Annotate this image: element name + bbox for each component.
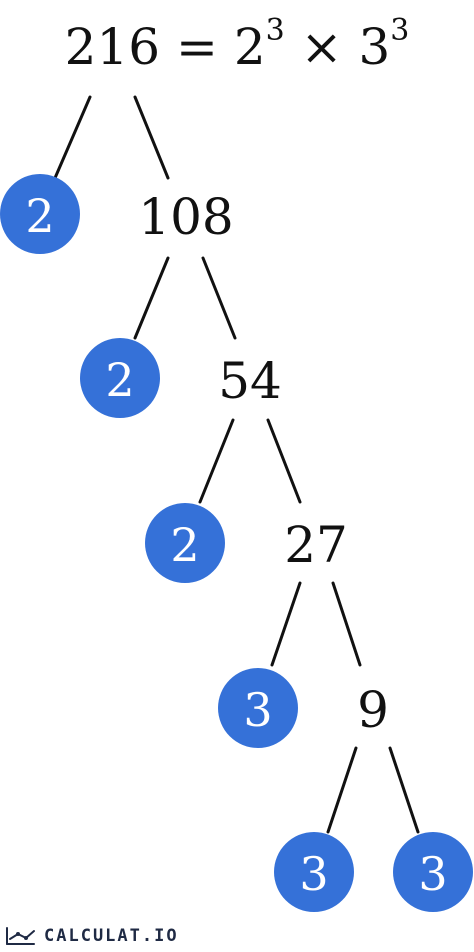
prime-node: 3: [218, 668, 298, 748]
prime-node: 2: [145, 503, 225, 583]
branch-line: [331, 581, 362, 667]
prime-nodes: 2 2 2 3 3 3: [0, 174, 473, 912]
tree-branches: [53, 95, 420, 834]
prime-label: 2: [105, 353, 134, 407]
branch-line: [133, 95, 170, 180]
equation-number: 216: [64, 18, 161, 76]
composite-label: 54: [218, 352, 282, 410]
prime-node: 3: [393, 832, 473, 912]
calculat-logo: CALCULAT.IO: [4, 924, 179, 948]
calculat-logo-icon: [6, 927, 35, 945]
composite-label: 9: [357, 681, 389, 739]
prime-label: 3: [299, 847, 328, 901]
factorization-equation: 216 = 23 × 33: [0, 13, 474, 76]
base-two: 2: [233, 18, 266, 76]
branch-line: [326, 746, 358, 834]
base-three: 3: [358, 18, 391, 76]
branch-line: [201, 256, 237, 340]
times-sign: ×: [300, 18, 343, 76]
prime-node: 2: [0, 174, 80, 254]
branch-line: [270, 581, 302, 667]
exponent-three: 3: [390, 13, 410, 49]
prime-label: 3: [418, 847, 447, 901]
prime-label: 3: [243, 683, 272, 737]
branch-line: [133, 256, 170, 340]
prime-node: 3: [274, 832, 354, 912]
prime-label: 2: [170, 518, 199, 572]
branch-line: [388, 746, 420, 834]
prime-node: 2: [80, 338, 160, 418]
branch-line: [266, 418, 302, 504]
composite-label: 108: [138, 188, 233, 246]
branch-line: [53, 95, 92, 180]
equals-sign: =: [176, 18, 218, 76]
branch-line: [198, 418, 235, 504]
composite-label: 27: [284, 516, 348, 574]
composite-nodes: 108 54 27 9: [138, 188, 389, 739]
exponent-two: 3: [265, 13, 285, 49]
logo-text: CALCULAT.IO: [44, 926, 179, 946]
prime-label: 2: [25, 189, 54, 243]
